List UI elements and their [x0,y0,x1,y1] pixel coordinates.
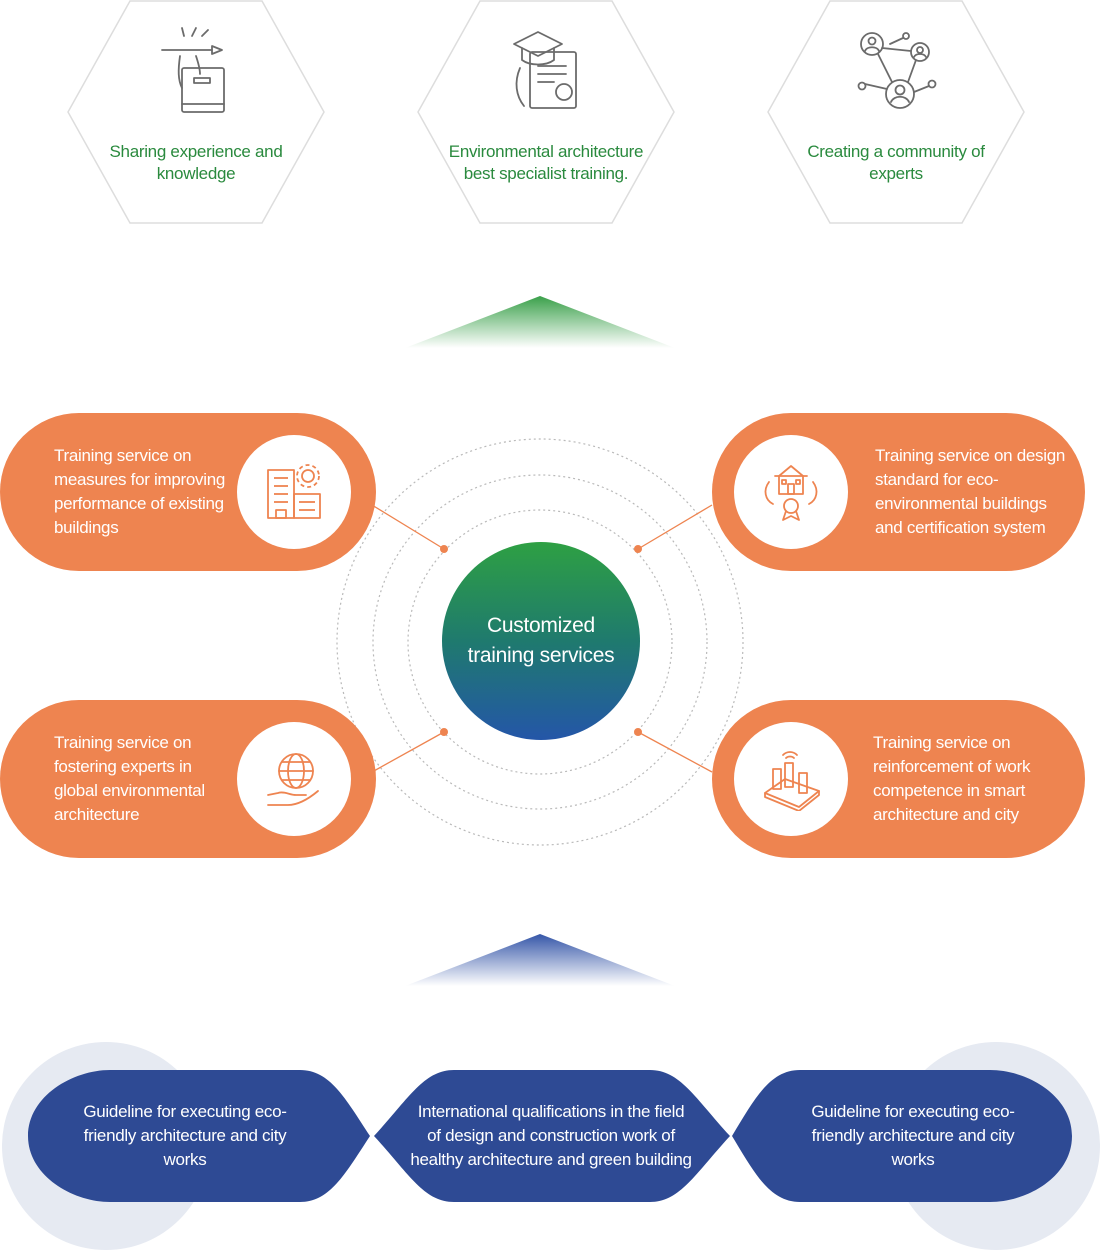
service-pill-smart-city: Training service on reinforcement of wor… [712,700,1085,858]
goal-hexagon-2: Environmental architecture best speciali… [416,0,676,224]
house-award-icon [764,465,818,521]
certificate-icon [513,31,577,109]
network-people-icon [857,32,937,109]
service-text: Training service on reinforcement of wor… [873,733,1031,824]
center-title-line2: training services [467,644,615,667]
foundation-text-left: Guideline for executing eco-friendly arc… [83,1102,287,1169]
icon-circle [237,722,351,836]
center-core-circle: Customized training services [442,542,640,740]
foundation-band: Guideline for executing eco-friendly arc… [0,1040,1101,1250]
goal-text: Sharing experience and knowledge [109,142,283,183]
up-arrow-green [405,296,675,348]
icon-circle [734,722,848,836]
service-pill-global-experts: Training service on fostering experts in… [0,700,376,858]
center-title-line1: Customized [487,614,595,637]
foundation-shapes [2,1042,1100,1250]
middle-foundation-shape [374,1070,730,1202]
left-foundation-shape [28,1070,370,1202]
concentric-rings [336,438,744,846]
book-pencil-icon [161,27,225,113]
goal-text: Environmental architecture best speciali… [448,142,644,183]
goal-text: Creating a community of experts [807,142,985,183]
foundation-text-right: Guideline for executing eco-friendly arc… [811,1102,1015,1169]
icon-circle [734,435,848,549]
icon-circle [237,435,351,549]
hexagon-shape [417,0,675,224]
goal-hexagon-3: Creating a community of experts [766,0,1026,224]
service-text: Training service on design standard for … [875,446,1066,537]
service-text: Training service on measures for improvi… [54,446,226,537]
service-pill-design-standard: Training service on design standard for … [712,413,1085,571]
service-text: Training service on fostering experts in… [54,733,205,824]
service-pill-existing-buildings: Training service on measures for improvi… [0,413,376,571]
up-arrow-blue [405,934,675,986]
globe-hand-icon [267,753,319,806]
foundation-text-middle: International qualifications in the fiel… [410,1102,692,1169]
right-foundation-shape [732,1070,1072,1202]
building-gear-icon [267,464,321,519]
goal-hexagon-1: Sharing experience and knowledge [66,0,326,224]
smart-city-icon [764,751,820,811]
hexagon-shape [767,0,1025,224]
